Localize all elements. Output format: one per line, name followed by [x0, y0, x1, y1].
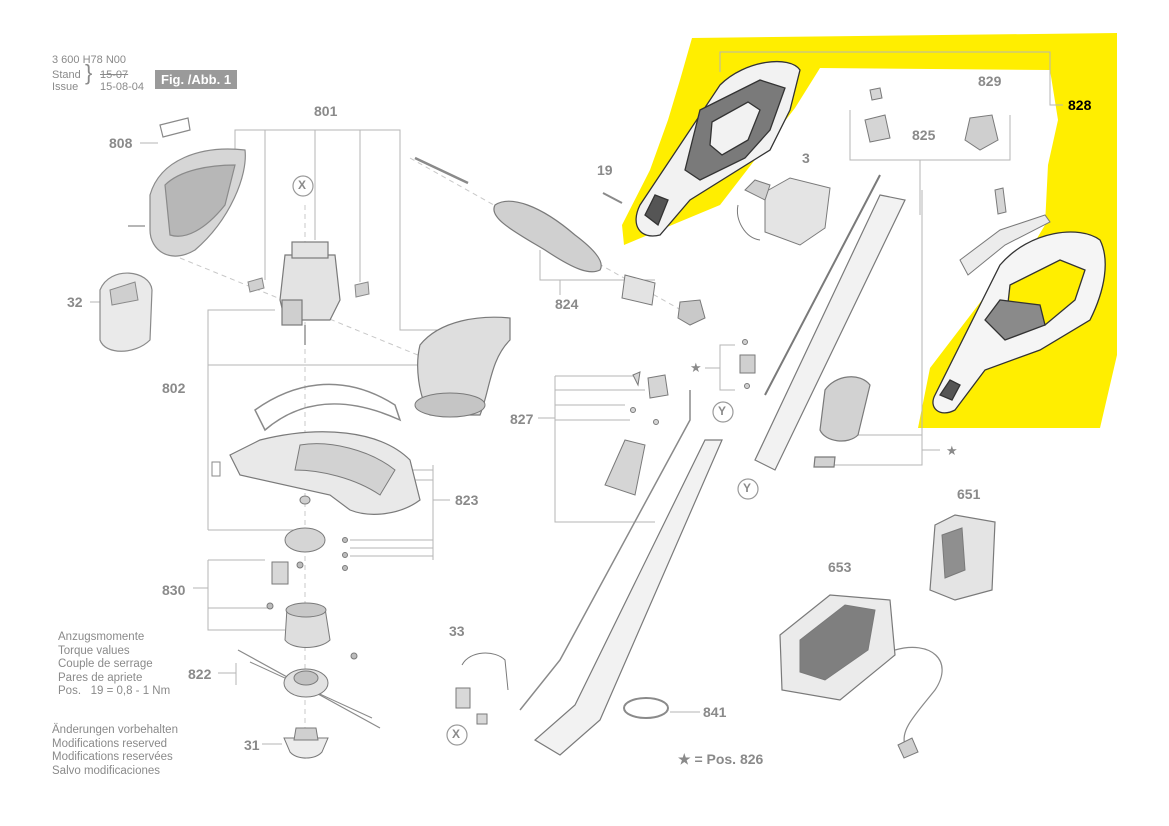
label-651: 651 — [957, 486, 981, 502]
label-32: 32 — [67, 294, 83, 310]
modification-line: Modifications reservées — [52, 751, 173, 763]
star-marker: ★ — [946, 443, 958, 458]
old-date: 15-07 — [100, 69, 129, 81]
label-828: 828 — [1068, 97, 1092, 113]
label-3: 3 — [802, 150, 810, 166]
ref-circle-x-bottom — [446, 724, 468, 746]
label-829: 829 — [978, 73, 1002, 89]
torque-pos-line: Pos. 19 = 0,8 - 1 Nm — [58, 685, 171, 697]
label-825: 825 — [912, 127, 936, 143]
ref-circle-y-right — [737, 478, 759, 500]
modification-line: Modifications reserved — [52, 737, 168, 750]
figure-badge: Fig. /Abb. 1 — [155, 70, 238, 89]
ref-letter-y-right: Y — [743, 481, 752, 495]
doc-number: 3 600 H78 N00 — [52, 54, 126, 66]
label-823: 823 — [455, 492, 479, 508]
label-33: 33 — [449, 623, 465, 639]
issue-label: Issue — [52, 81, 79, 93]
ref-letter-x-top: X — [298, 178, 307, 192]
ref-circle-y-mid — [712, 401, 734, 423]
label-19: 19 — [597, 162, 613, 178]
label-830: 830 — [162, 582, 186, 598]
ref-letter-y-mid: Y — [718, 404, 727, 418]
label-822: 822 — [188, 666, 212, 682]
label-31: 31 — [244, 737, 260, 753]
label-801: 801 — [314, 103, 338, 119]
label-827: 827 — [510, 411, 534, 427]
torque-line: Couple de serrage — [58, 658, 153, 670]
new-date: 15-08-04 — [100, 81, 145, 93]
modification-notes: Änderungen vorbehalten Modifications res… — [52, 724, 178, 778]
label-653: 653 — [828, 559, 852, 575]
star-marker: ★ — [690, 360, 702, 375]
brace: } — [85, 60, 93, 85]
ref-circle-x-top — [292, 175, 314, 197]
label-808: 808 — [109, 135, 133, 151]
torque-line: Anzugsmomente — [58, 631, 145, 643]
torque-line: Pares de apriete — [58, 671, 143, 684]
label-824: 824 — [555, 296, 579, 312]
ref-letter-x-bottom: X — [452, 727, 461, 741]
footnote-star-pos: ★ = Pos. 826 — [678, 751, 764, 767]
modification-line: Salvo modificaciones — [52, 764, 161, 777]
torque-line: Torque values — [58, 644, 130, 657]
stand-label: Stand — [52, 69, 81, 81]
label-841: 841 — [703, 704, 727, 720]
label-802: 802 — [162, 380, 186, 396]
torque-notes: Anzugsmomente Torque values Couple de se… — [58, 631, 170, 699]
modification-line: Änderungen vorbehalten — [52, 724, 178, 736]
